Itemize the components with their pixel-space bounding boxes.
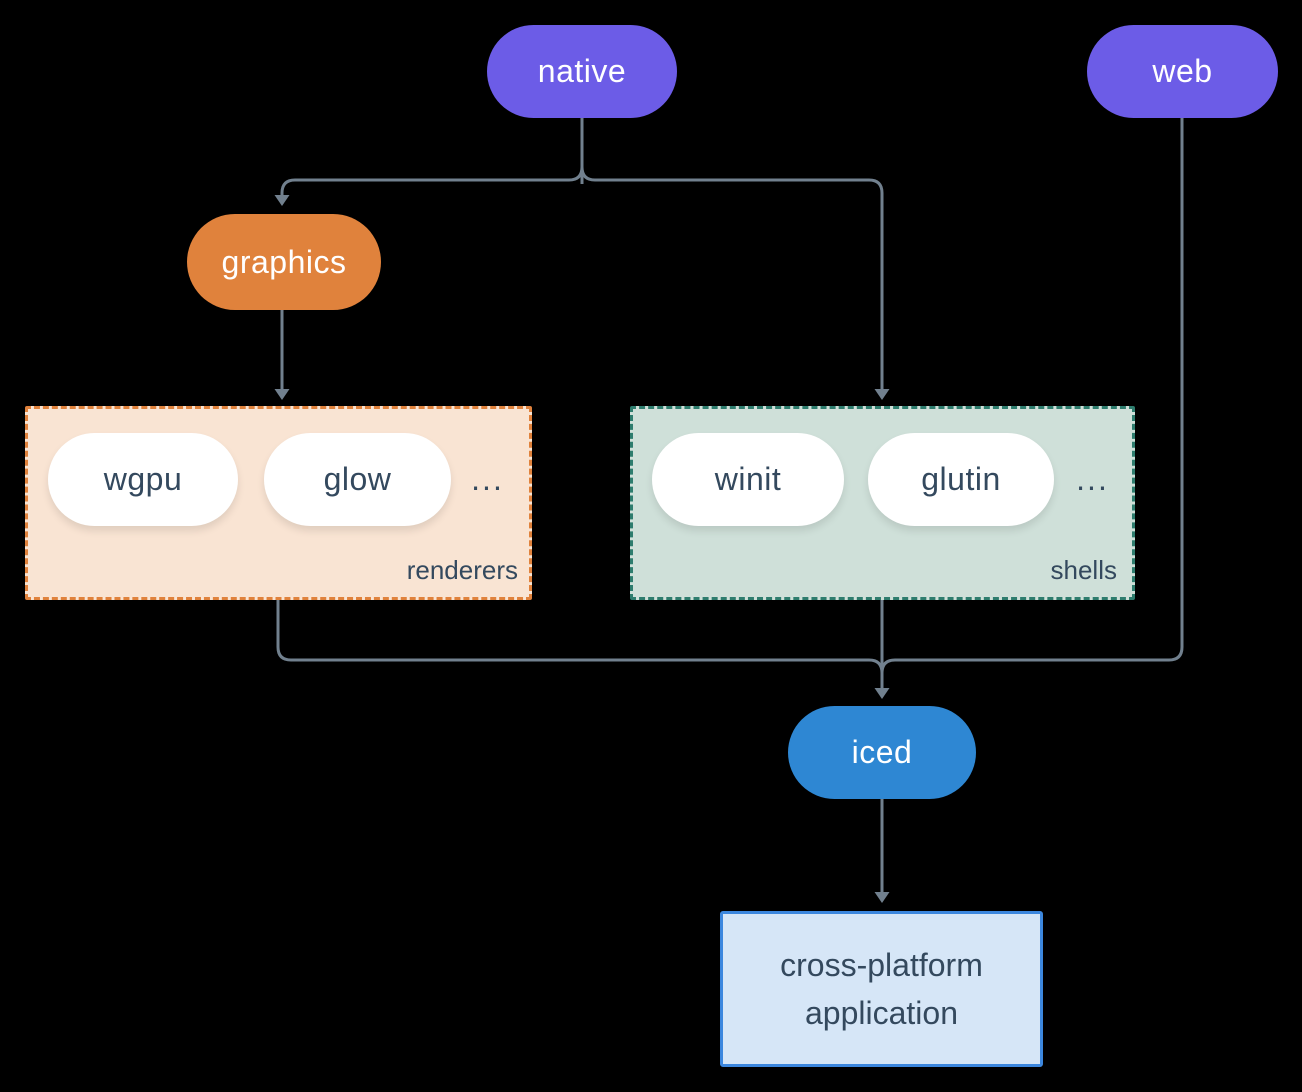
node-iced-label: iced [851, 734, 913, 770]
shells-ellipsis: ... [1076, 461, 1109, 497]
node-native: native [487, 25, 677, 118]
edge-native-to-shells [580, 118, 884, 389]
edge-web-to-iced [880, 118, 1184, 688]
node-web: web [1087, 25, 1278, 118]
node-native-label: native [537, 53, 627, 89]
arrowhead-into-graphics [274, 195, 290, 206]
group-shells: winit glutin ... shells [630, 406, 1135, 600]
edge-native-to-graphics [280, 118, 584, 195]
arrowhead-into-shells [874, 389, 890, 400]
application-label-line2: application [805, 995, 958, 1031]
node-glutin: glutin [868, 433, 1054, 526]
node-glow-label: glow [323, 461, 392, 497]
application-label-line1: cross-platform [780, 947, 983, 983]
node-glow: glow [264, 433, 451, 526]
node-web-label: web [1152, 53, 1213, 89]
node-wgpu-label: wgpu [103, 461, 183, 497]
node-glutin-label: glutin [921, 461, 1001, 497]
node-graphics-label: graphics [221, 243, 347, 280]
arrowhead-into-application [874, 892, 890, 903]
node-winit: winit [652, 433, 844, 526]
renderers-ellipsis: ... [471, 461, 504, 497]
edge-renderers-to-iced [276, 600, 884, 688]
node-cross-platform-application: cross-platform application [720, 911, 1043, 1067]
arrowhead-into-iced [874, 688, 890, 699]
node-graphics: graphics [187, 214, 381, 310]
renderers-group-label: renderers [406, 555, 518, 585]
node-iced: iced [788, 706, 976, 799]
node-winit-label: winit [714, 461, 782, 497]
group-renderers: wgpu glow ... renderers [25, 406, 532, 600]
shells-group-label: shells [1050, 555, 1117, 585]
node-wgpu: wgpu [48, 433, 238, 526]
arrowhead-into-renderers [274, 389, 290, 400]
